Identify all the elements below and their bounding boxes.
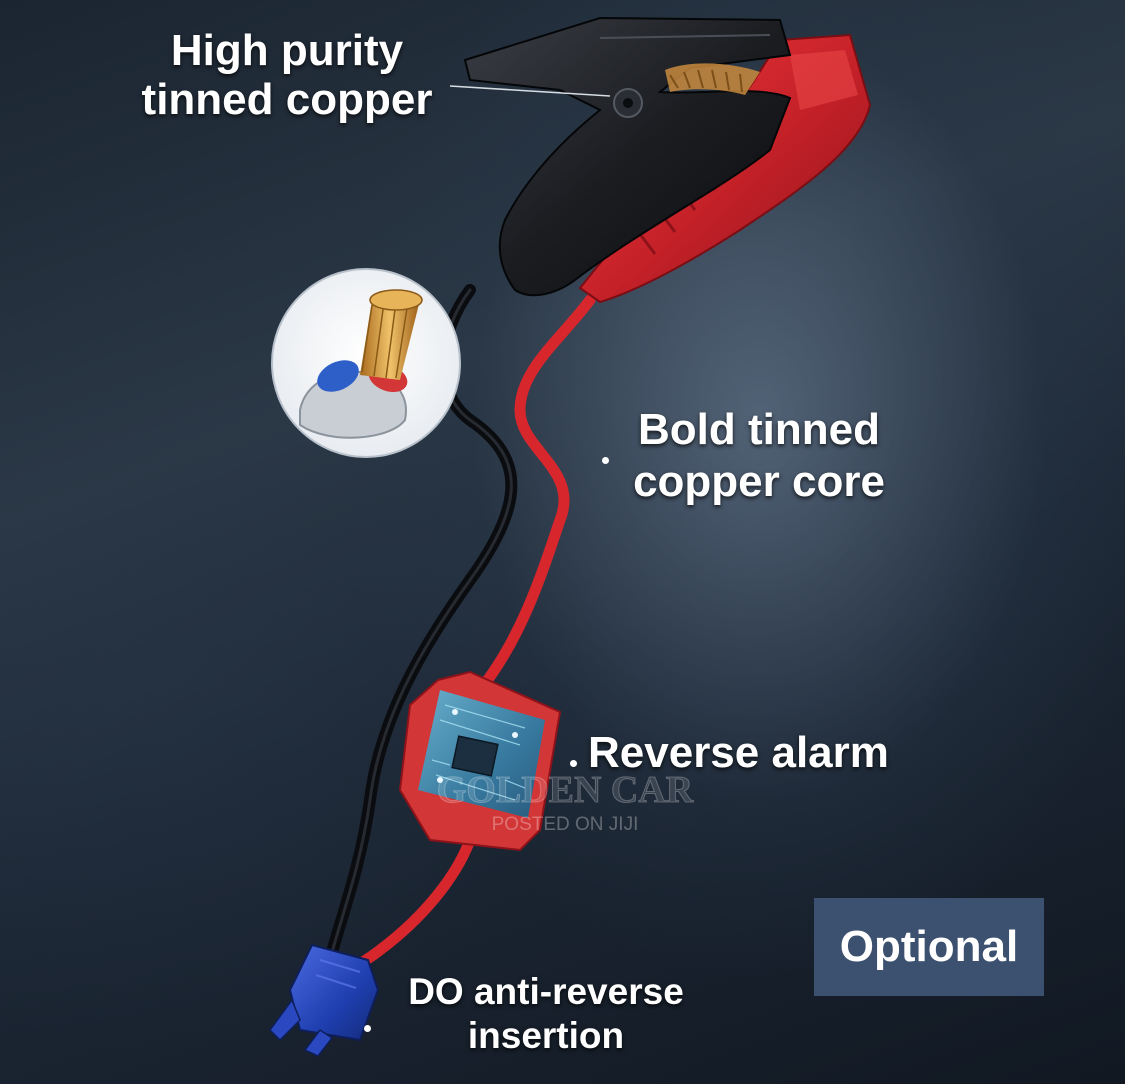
cable-cross-section-icon [271,268,461,458]
bold-core-label: Bold tinned copper core [633,405,885,506]
reverse-alarm-module-icon [398,670,562,852]
reverse-alarm-label: Reverse alarm [588,728,889,777]
do-anti-bullet [364,1025,371,1032]
optional-label: Optional [839,922,1019,971]
do-anti-reverse-label: DO anti-reverse insertion [408,971,684,1057]
red-cable [474,294,596,696]
ec5-connector-icon [269,943,380,1057]
reverse-alarm-bullet [570,760,577,767]
bold-core-bullet [602,457,609,464]
black-clamp-icon [463,16,792,297]
high-purity-leader-line [449,85,611,97]
high-purity-label: High purity tinned copper [141,26,433,125]
optional-badge: Optional [814,898,1044,996]
